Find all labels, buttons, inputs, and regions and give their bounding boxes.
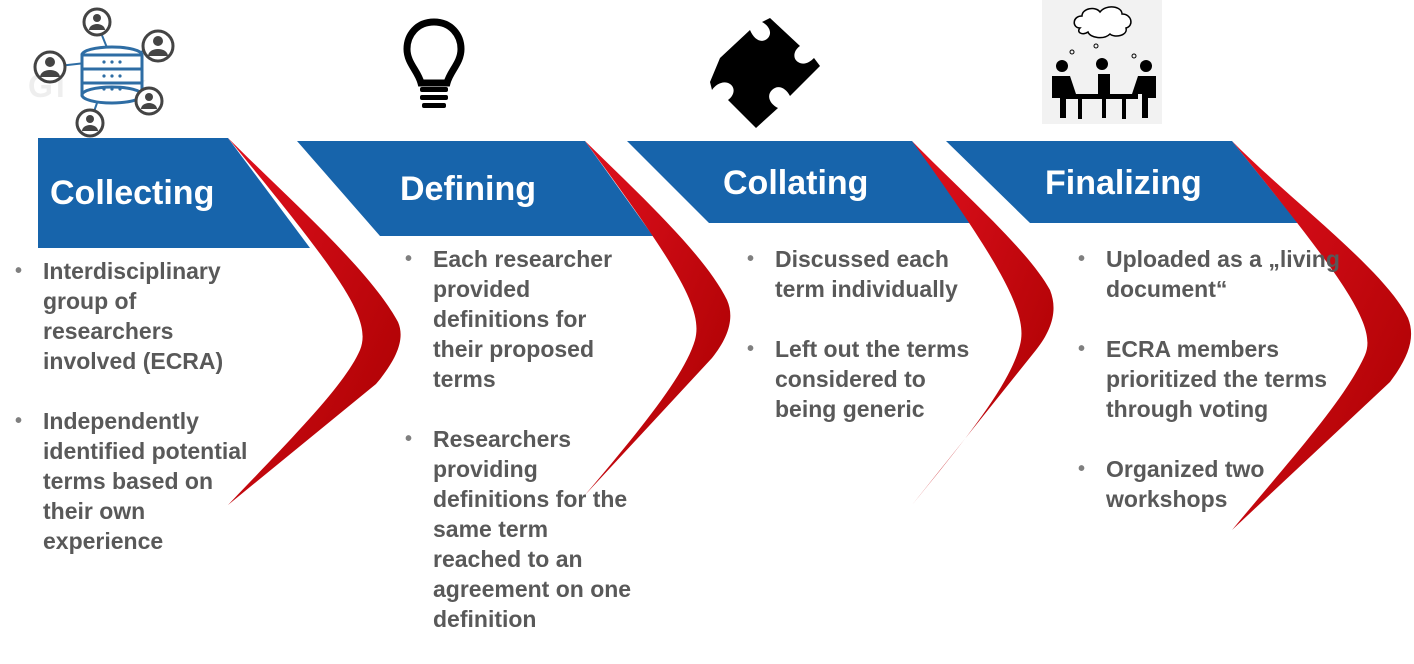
lightbulb-icon bbox=[403, 18, 465, 108]
chevron-arrows bbox=[228, 138, 1412, 530]
stage-4-title: Finalizing bbox=[1045, 164, 1202, 202]
stage-3-bullet-2: Left out the terms considered to being g… bbox=[747, 334, 992, 424]
stage-2-title: Defining bbox=[400, 170, 536, 208]
chevron-arrow-4 bbox=[1232, 141, 1412, 530]
stage-4-header-band bbox=[946, 141, 1298, 223]
stage-1-header-band bbox=[38, 138, 310, 248]
stage-3-bullet-1: Discussed each term individually bbox=[747, 244, 992, 304]
stage-4-bullet-1: Uploaded as a „living document“ bbox=[1078, 244, 1358, 304]
stage-1-bullet-list: Interdisciplinary group of researchers i… bbox=[15, 256, 250, 586]
stage-1-bullet-2: Independently identified potential terms… bbox=[15, 406, 250, 556]
chevron-arrow-2 bbox=[585, 141, 731, 495]
stage-3-header-band bbox=[627, 141, 978, 223]
stage-4-bullet-2: ECRA members prioritized the terms throu… bbox=[1078, 334, 1358, 424]
puzzle-piece-icon bbox=[710, 18, 820, 128]
stage-1-title: Collecting bbox=[50, 174, 215, 212]
chevron-arrow-3 bbox=[912, 141, 1054, 505]
stage-3-title: Collating bbox=[723, 164, 869, 202]
chevron-arrow-1 bbox=[228, 138, 401, 505]
stage-2-bullet-1: Each researcher provided definitions for… bbox=[405, 244, 640, 394]
database-network-icon bbox=[33, 7, 175, 138]
stage-3-bullet-list: Discussed each term individually Left ou… bbox=[747, 244, 992, 454]
stage-1-bullet-1: Interdisciplinary group of researchers i… bbox=[15, 256, 250, 376]
stage-2-bullet-list: Each researcher provided definitions for… bbox=[405, 244, 640, 664]
stage-2-header-band bbox=[297, 141, 653, 236]
stage-2-bullet-2: Researchers providing definitions for th… bbox=[405, 424, 640, 634]
header-bands bbox=[38, 138, 1298, 248]
stage-4-bullet-list: Uploaded as a „living document“ ECRA mem… bbox=[1078, 244, 1358, 544]
stage-4-bullet-3: Organized two workshops bbox=[1078, 454, 1358, 514]
meeting-people-icon bbox=[1042, 0, 1162, 124]
